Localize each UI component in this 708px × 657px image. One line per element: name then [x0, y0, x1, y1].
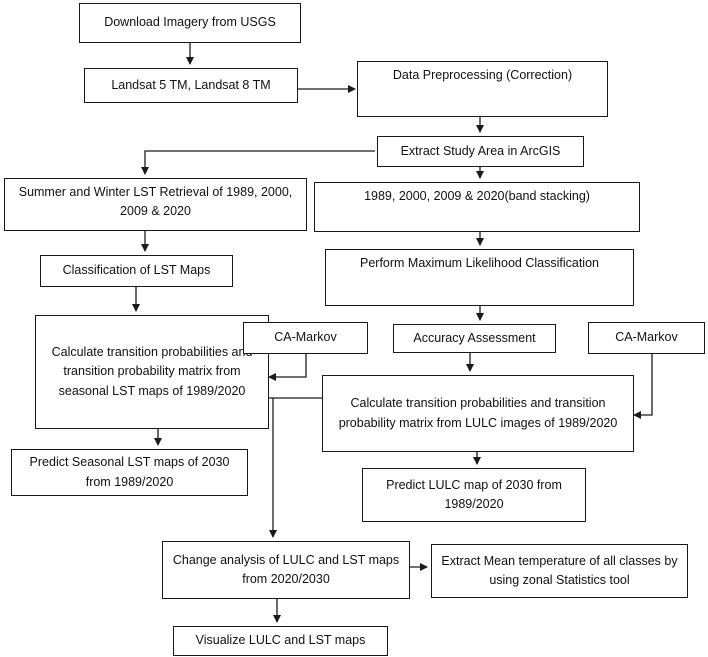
node-ca-markov-right-label: CA-Markov [615, 330, 678, 345]
node-classification-lst: Classification of LST Maps [40, 255, 233, 287]
node-ca-markov-right: CA-Markov [588, 322, 705, 354]
arrow-calc-to-change-analysis [269, 397, 322, 537]
node-calc-transition-lst: Calculate transition probabilities and t… [35, 315, 269, 429]
node-accuracy-assessment-label: Accuracy Assessment [413, 330, 536, 345]
node-extract-study-area: Extract Study Area in ArcGIS [377, 136, 584, 167]
node-landsat: Landsat 5 TM, Landsat 8 TM [84, 68, 298, 103]
node-calc-transition-lulc-label: Calculate transition probabilities and t… [338, 396, 618, 430]
node-predict-seasonal-lst-label: Predict Seasonal LST maps of 2030 from 1… [29, 455, 230, 489]
node-ca-markov-left-label: CA-Markov [274, 330, 337, 345]
node-accuracy-assessment: Accuracy Assessment [393, 324, 556, 353]
node-visualize-maps-label: Visualize LULC and LST maps [195, 633, 366, 648]
node-download-imagery: Download Imagery from USGS [79, 3, 301, 43]
node-extract-study-area-label: Extract Study Area in ArcGIS [400, 143, 561, 158]
node-predict-seasonal-lst: Predict Seasonal LST maps of 2030 from 1… [11, 449, 248, 496]
node-data-preprocessing-label: Data Preprocessing (Correction) [392, 68, 573, 82]
node-ca-markov-left: CA-Markov [243, 322, 368, 354]
node-classification-lst-label: Classification of LST Maps [62, 263, 211, 278]
node-maximum-likelihood: Perform Maximum Likelihood Classificatio… [325, 249, 634, 306]
node-landsat-label: Landsat 5 TM, Landsat 8 TM [111, 77, 271, 92]
node-maximum-likelihood-label: Perform Maximum Likelihood Classificatio… [360, 256, 599, 270]
node-predict-lulc: Predict LULC map of 2030 from 1989/2020 [362, 468, 586, 522]
arrow-extract-area-to-lst-retrieval [141, 150, 375, 175]
node-visualize-maps: Visualize LULC and LST maps [173, 626, 388, 656]
node-predict-lulc-label: Predict LULC map of 2030 from 1989/2020 [386, 477, 562, 511]
node-calc-transition-lulc: Calculate transition probabilities and t… [322, 375, 634, 452]
node-data-preprocessing: Data Preprocessing (Correction) [357, 61, 608, 117]
node-lst-retrieval-label: Summer and Winter LST Retrieval of 1989,… [18, 185, 293, 219]
arrow-ca-markov-right-to-calc-lulc [633, 354, 653, 419]
node-band-stacking-label: 1989, 2000, 2009 & 2020(band stacking) [364, 189, 590, 203]
node-change-analysis: Change analysis of LULC and LST maps fro… [162, 541, 410, 599]
node-download-imagery-label: Download Imagery from USGS [104, 15, 276, 30]
node-lst-retrieval: Summer and Winter LST Retrieval of 1989,… [4, 178, 307, 231]
node-extract-mean-temperature-label: Extract Mean temperature of all classes … [441, 553, 678, 587]
arrow-ca-markov-left-to-calc-lst [268, 354, 307, 381]
node-change-analysis-label: Change analysis of LULC and LST maps fro… [172, 552, 400, 586]
node-band-stacking: 1989, 2000, 2009 & 2020(band stacking) [314, 182, 640, 232]
node-extract-mean-temperature: Extract Mean temperature of all classes … [431, 544, 688, 598]
node-calc-transition-lst-label: Calculate transition probabilities and t… [51, 344, 253, 398]
